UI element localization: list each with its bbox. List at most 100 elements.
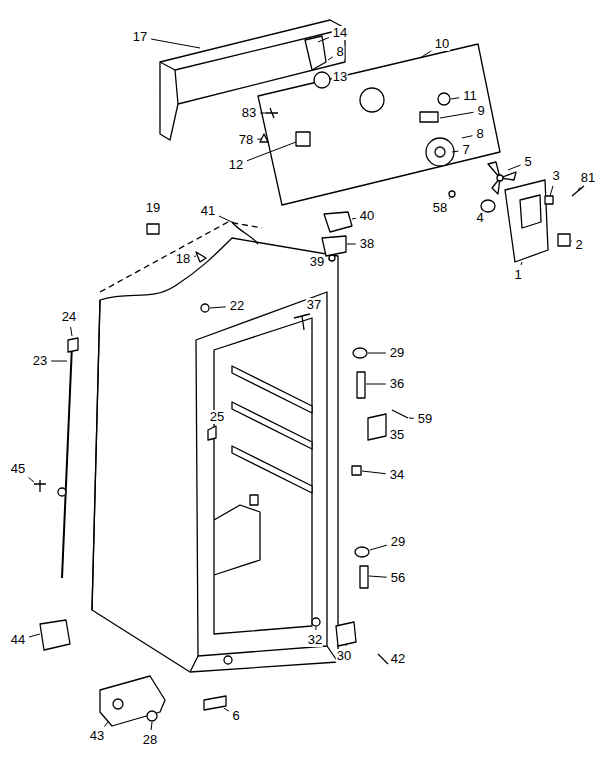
kick-plate-clip	[204, 696, 226, 710]
callout-number: 35	[389, 428, 405, 442]
screw	[260, 134, 268, 142]
liner-detail	[214, 505, 260, 575]
duct-detail	[520, 195, 541, 228]
callout-number: 4	[475, 211, 484, 225]
callout-number: 28	[142, 733, 158, 747]
leader-line	[571, 241, 573, 242]
callout-number: 38	[359, 237, 375, 251]
callout-number: 44	[10, 633, 26, 647]
leader-line	[318, 38, 329, 42]
shelf-rail	[232, 446, 312, 493]
callout-number: 7	[461, 143, 470, 157]
callout-number: 12	[228, 158, 244, 172]
plug-part	[147, 224, 159, 234]
callout-number: 40	[359, 209, 375, 223]
rod-bushing	[58, 488, 66, 496]
bracket-hole	[113, 699, 123, 709]
leader-line	[29, 634, 40, 637]
clip-part	[196, 252, 206, 262]
fan-retainer	[449, 191, 455, 197]
panel-clip	[420, 112, 438, 122]
callout-number: 18	[175, 252, 191, 266]
shelf-rail	[232, 366, 312, 413]
leader-line	[194, 256, 196, 257]
callout-number: 42	[390, 652, 406, 666]
callout-number: 6	[231, 709, 240, 723]
callout-number: 39	[309, 255, 325, 269]
callout-number: 34	[389, 468, 405, 482]
callout-number: 81	[580, 171, 596, 185]
leader-line	[315, 627, 316, 630]
callout-number: 37	[306, 298, 322, 312]
leader-line	[345, 645, 346, 646]
callout-number: 5	[523, 155, 532, 169]
leader-line	[210, 307, 226, 308]
relay-box	[40, 620, 70, 650]
callout-number: 17	[132, 30, 148, 44]
leader-line	[370, 545, 387, 550]
hinge-bracket	[368, 414, 386, 440]
leader-line	[257, 139, 261, 140]
screw	[378, 654, 388, 664]
cabinet-liner	[214, 318, 312, 634]
leader-line	[328, 259, 330, 260]
washer	[355, 547, 369, 557]
callout-number: 8	[475, 127, 484, 141]
rod-clip	[68, 338, 78, 352]
callout-number: 36	[389, 377, 405, 391]
leader-line	[224, 708, 229, 711]
callout-number: 78	[238, 133, 254, 147]
callout-number: 59	[417, 412, 433, 426]
callout-number: 22	[229, 299, 245, 313]
control-part	[296, 132, 310, 146]
leader-line	[369, 576, 387, 577]
bottom-bracket	[100, 676, 165, 726]
roller	[147, 711, 157, 721]
screw	[34, 480, 46, 492]
leader-line	[71, 327, 72, 336]
cabinet-edge	[92, 300, 338, 672]
callout-number: 13	[332, 70, 348, 84]
leader-line	[352, 218, 356, 220]
screw	[266, 108, 278, 118]
clip-part	[208, 426, 216, 440]
leader-line	[219, 216, 234, 223]
knob-part	[558, 234, 570, 246]
callout-number: 14	[332, 26, 348, 40]
washer	[353, 348, 367, 358]
spacer	[352, 466, 361, 475]
callout-number: 29	[390, 535, 406, 549]
leader-line	[521, 262, 523, 265]
leader-line	[362, 471, 386, 474]
callout-number: 9	[476, 104, 485, 118]
bracket-part	[305, 36, 326, 70]
leader-line	[508, 165, 521, 170]
leader-line	[213, 426, 214, 427]
fan-motor	[426, 138, 454, 166]
callout-number: 56	[390, 571, 406, 585]
leader-line	[247, 142, 296, 161]
leader-line	[328, 57, 333, 60]
rear-panel	[258, 44, 500, 205]
fan-hub	[497, 175, 503, 181]
callout-number: 41	[200, 204, 216, 218]
t-clip	[294, 314, 310, 330]
shelf-rail	[232, 402, 312, 449]
stud	[357, 372, 365, 398]
plug-button	[201, 304, 209, 312]
leader-line	[29, 478, 34, 482]
bottom-hinge	[336, 622, 356, 646]
screw	[392, 410, 408, 418]
leader-line	[366, 384, 386, 385]
leader-line	[151, 39, 200, 48]
panel-opening	[360, 88, 384, 112]
hinge-pin	[329, 255, 335, 261]
leader-line	[260, 113, 266, 114]
fan-motor-hub	[435, 147, 445, 157]
callout-number: 83	[241, 106, 257, 120]
callout-number: 3	[551, 169, 560, 183]
leveler	[224, 656, 232, 664]
liner-detail	[250, 495, 258, 505]
